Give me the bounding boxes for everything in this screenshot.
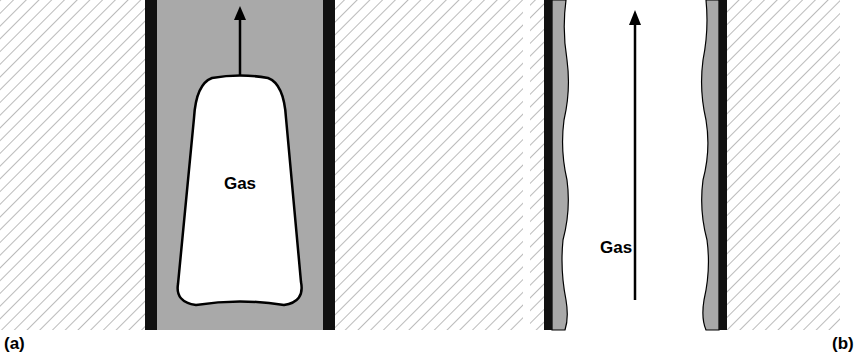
arrow-head xyxy=(629,10,641,25)
gas-bubble: Gas xyxy=(172,76,308,308)
pipe-wall-hatch xyxy=(530,0,544,330)
flow-arrow xyxy=(634,22,637,300)
pipe-wall-hatch xyxy=(0,0,145,330)
pipe-wall xyxy=(323,0,335,330)
gas-label: Gas xyxy=(172,174,308,194)
panel-label: (b) xyxy=(832,334,854,354)
flow-arrow xyxy=(239,16,242,78)
gas-label: Gas xyxy=(600,238,632,258)
arrow-head xyxy=(234,6,246,20)
pipe-wall-hatch xyxy=(727,0,840,330)
pipe-wall xyxy=(719,0,727,330)
liquid-film xyxy=(552,0,568,330)
pipe-wall xyxy=(145,0,157,330)
liquid xyxy=(157,0,323,330)
pipe-wall xyxy=(544,0,552,330)
liquid-film xyxy=(702,0,719,330)
panel-label: (a) xyxy=(4,334,25,354)
pipe-wall-hatch xyxy=(335,0,523,330)
